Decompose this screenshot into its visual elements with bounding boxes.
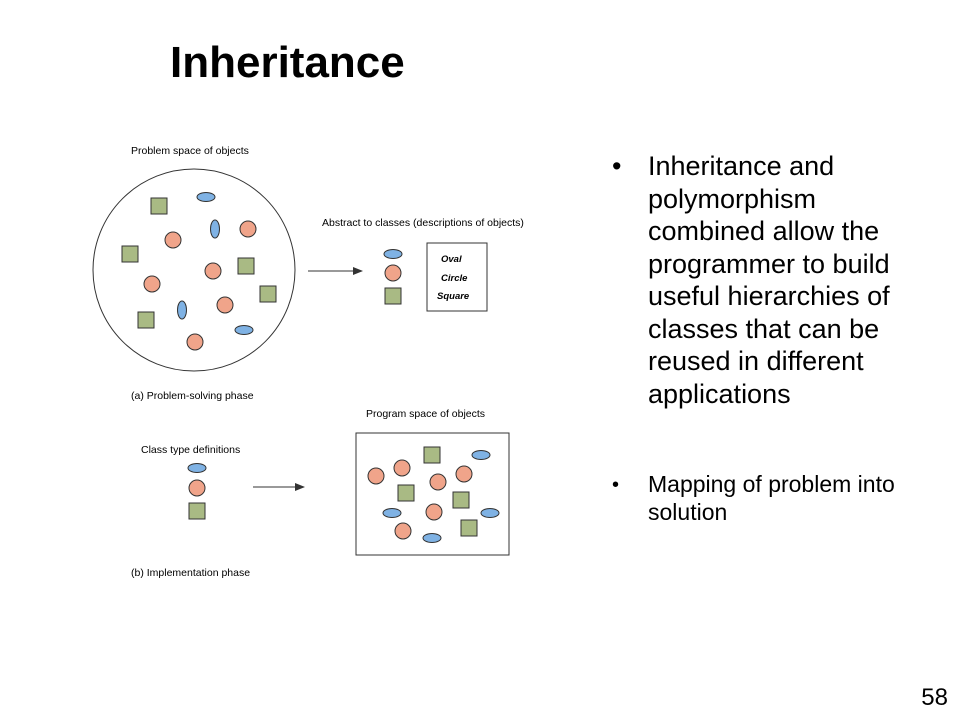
bullet-text: Mapping of problem into solution [648,471,895,525]
oval-shape [480,508,500,518]
circle-shape [455,465,473,483]
oval-shape [187,463,207,473]
square-shape [150,197,168,215]
inheritance-diagram: Problem space of objects Abstract to cla… [92,145,524,579]
problem-space-circle [92,168,296,372]
circle-shape [394,522,412,540]
class-type-label: Class type definitions [141,444,240,456]
bullet-text: Inheritance and polymorphism combined al… [648,151,890,409]
class-box-oval: Oval [441,254,462,265]
oval-shape [383,249,403,259]
oval-shape [422,533,442,543]
square-shape [121,245,139,263]
circle-shape [216,296,234,314]
class-description-box [426,242,488,312]
square-shape [237,257,255,275]
bullet-item: • Inheritance and polymorphism combined … [612,150,932,410]
circle-shape [425,503,443,521]
abstract-label: Abstract to classes (descriptions of obj… [322,217,524,229]
oval-shape [177,300,187,320]
oval-shape [382,508,402,518]
slide-title: Inheritance [170,38,405,87]
square-shape [188,502,206,520]
class-box-square: Square [437,291,470,302]
square-shape [397,484,415,502]
oval-shape [210,219,220,239]
circle-shape [239,220,257,238]
bullet-marker: • [612,474,620,496]
phase-b-label: (b) Implementation phase [131,567,250,579]
circle-shape [393,459,411,477]
bullet-marker: • [612,151,622,181]
oval-shape [196,192,216,202]
circle-shape [204,262,222,280]
square-shape [137,311,155,329]
oval-shape [234,325,254,335]
class-shapes-b [187,463,207,520]
problem-space-objects [121,192,277,351]
class-shapes-a [383,249,403,305]
program-space-objects [367,446,500,543]
square-shape [384,287,402,305]
bullet-list: • Inheritance and polymorphism combined … [612,150,932,526]
circle-shape [143,275,161,293]
square-shape [452,491,470,509]
square-shape [460,519,478,537]
program-space-label: Program space of objects [366,408,485,420]
square-shape [259,285,277,303]
bullet-item: • Mapping of problem into solution [612,470,932,526]
circle-shape [188,479,206,497]
problem-space-label: Problem space of objects [131,145,249,157]
circle-shape [384,264,402,282]
class-box-circle: Circle [441,273,468,284]
page-number: 58 [921,684,948,711]
phase-a-label: (a) Problem-solving phase [131,390,254,402]
oval-shape [471,450,491,460]
circle-shape [164,231,182,249]
square-shape [423,446,441,464]
circle-shape [186,333,204,351]
circle-shape [429,473,447,491]
circle-shape [367,467,385,485]
